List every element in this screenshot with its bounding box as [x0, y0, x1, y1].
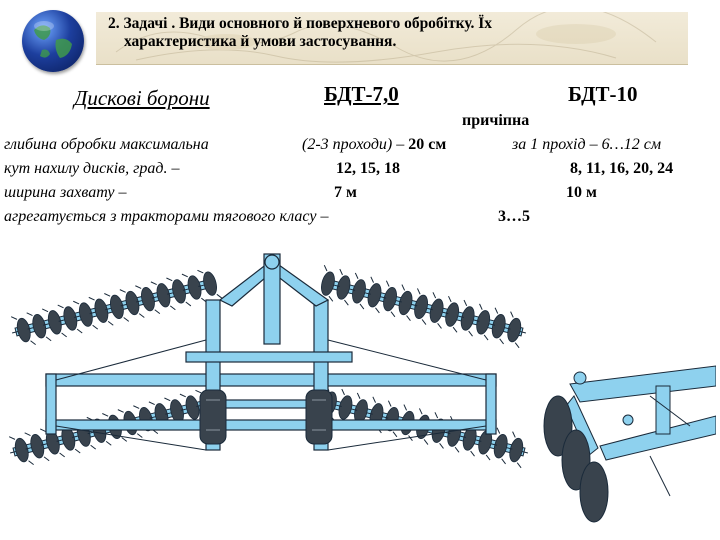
width-model-1: 7 м	[334, 184, 357, 201]
globe-icon	[22, 10, 84, 72]
angle-model-2: 8, 11, 16, 20, 24	[570, 160, 674, 177]
tractor-value: 3…5	[498, 208, 530, 225]
title-band	[96, 12, 688, 65]
hitch-detail-drawing	[540, 356, 716, 534]
title-line-2: характеристика й умови застосування.	[124, 33, 397, 50]
transport-wheels	[199, 389, 333, 445]
depth-model-2: за 1 прохід – 6…12 см	[512, 136, 662, 153]
map-background	[115, 12, 657, 63]
angle-model-1: 12, 15, 18	[336, 160, 400, 177]
slide-title: 2. Задачі . Види основного й поверхневог…	[108, 15, 668, 51]
hitch-ring	[264, 254, 280, 270]
model-1-title: БДТ-7,0	[324, 82, 399, 106]
main-frame	[45, 253, 497, 451]
section-heading: Дискові борони	[74, 86, 210, 110]
width-model-2: 10 м	[566, 184, 597, 201]
depth-label: глибина обробки максимальна	[4, 136, 209, 153]
model-2-type: причіпна	[462, 112, 530, 129]
model-2-title: БДТ-10	[568, 82, 638, 106]
tractor-label: агрегатується з тракторами тягового клас…	[4, 208, 329, 225]
detail-discs	[543, 395, 609, 523]
front-right-disc-gang	[315, 264, 531, 349]
title-line-1: 2. Задачі . Види основного й поверхневог…	[108, 15, 493, 32]
front-left-disc-gang	[7, 265, 223, 350]
depth-model-1: (2-3 проходи) – 20 см	[302, 136, 447, 153]
width-label: ширина захвату –	[4, 184, 127, 201]
harrow-drawing	[6, 253, 532, 470]
angle-label: кут нахилу дисків, град. –	[4, 160, 180, 177]
